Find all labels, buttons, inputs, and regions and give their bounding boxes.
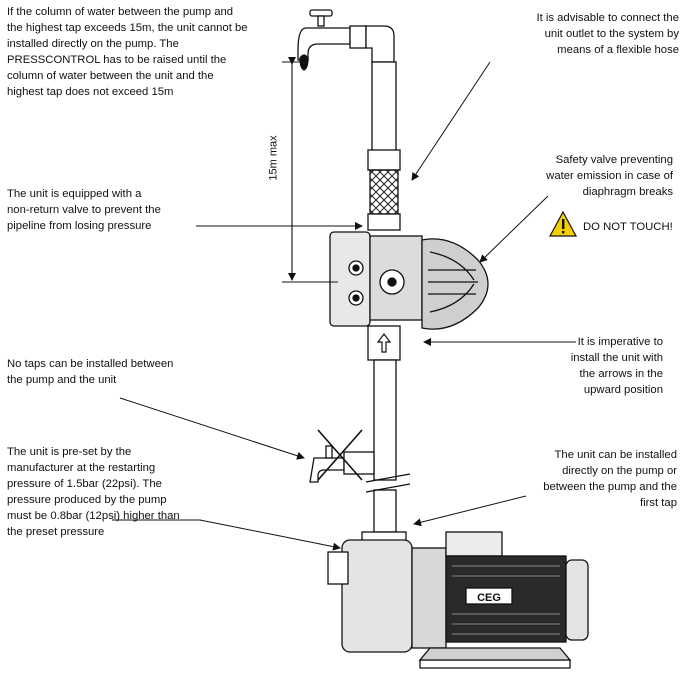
forbidden-tap-icon xyxy=(309,429,375,483)
dimension-line xyxy=(282,57,338,283)
presscontrol-unit xyxy=(329,231,489,330)
lower-pipe-bottom xyxy=(373,489,397,533)
upper-pipe xyxy=(371,61,397,153)
flexible-hose xyxy=(369,169,399,215)
note-arrows-upward: It is imperative to install the unit wit… xyxy=(570,336,663,396)
note-column-height: If the column of water between the pump … xyxy=(7,6,248,98)
note-do-not-touch: DO NOT TOUCH! xyxy=(583,221,673,233)
note-safety-valve: Safety valve preventing water emission i… xyxy=(546,154,673,198)
note-flexible-hose: It is advisable to connect the unit outl… xyxy=(536,12,679,56)
pump-brand: CEG xyxy=(477,592,501,604)
note-no-taps: No taps can be installed between the pum… xyxy=(7,358,174,386)
warning-triangle-icon xyxy=(548,210,578,237)
note-non-return: The unit is equipped with a non-return v… xyxy=(7,188,161,232)
top-tap-icon xyxy=(297,9,395,71)
note-preset: The unit is pre-set by the manufacturer … xyxy=(7,446,180,538)
pipe-break-mark xyxy=(365,473,411,493)
pump xyxy=(327,531,589,669)
lower-pipe xyxy=(373,359,397,481)
upward-arrow-icon xyxy=(376,333,392,353)
hose-top-fitting xyxy=(367,149,401,171)
leader-lines xyxy=(112,61,576,551)
hose-bottom-fitting xyxy=(367,213,401,231)
note-install-location: The unit can be installed directly on th… xyxy=(543,449,677,509)
